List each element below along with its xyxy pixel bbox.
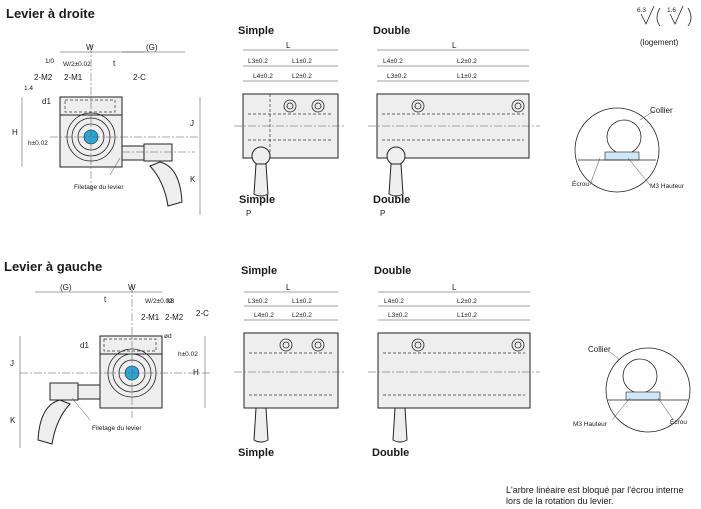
dim-H-bottom: H	[193, 368, 199, 377]
dim-W2-top: W/2±0.02	[63, 61, 91, 68]
label-double-top: Double	[373, 25, 410, 37]
dim-L4-simple-top: L4±0.2	[253, 73, 273, 80]
dim-L2-double-bottom: L2±0.2	[457, 298, 477, 305]
logement-label: (logement)	[640, 38, 679, 47]
collier-bottom: Collier	[588, 345, 611, 354]
dim-h-top: h±0.02	[28, 140, 48, 147]
m3-bottom: M3 Hauteur	[573, 421, 608, 428]
dim-2M2-top: 2-M2	[34, 73, 53, 82]
dim-K-top: K	[190, 175, 196, 184]
dim-L1-double-bottom: L1±0.2	[457, 312, 477, 319]
dim-L-double-top: L	[452, 41, 457, 50]
ecrou-top: Écrou	[572, 179, 589, 188]
dim-d1-bottom: d1	[80, 341, 89, 350]
dim-f-bottom: f/8	[167, 298, 175, 305]
title-lever-left: Levier à gauche	[4, 259, 102, 274]
roughness-symbols: 6.3 1.6 (logement)	[637, 5, 692, 47]
side-view-double-top: L L4±0.2 L2±0.2 L3±0.2 L1±0.2 P	[368, 41, 540, 218]
dim-J-bottom: J	[10, 359, 14, 368]
dim-2M2-bottom: 2-M2	[165, 313, 184, 322]
dim-W-bottom: W	[128, 283, 136, 292]
dim-L3-simple-bottom: L3±0.2	[248, 298, 268, 305]
front-view-right: W (G) W/2±0.02 t 2-C 2-M1 2-M2 1/0 1.4 H…	[12, 43, 201, 215]
dim-14-top: 1.4	[24, 85, 33, 92]
label-simple-top: Simple	[238, 25, 274, 37]
dim-W2-bottom: W/2±0.02	[145, 298, 173, 305]
filetage-top: Filetage du levier	[74, 184, 124, 191]
dim-L4-double-bottom: L4±0.2	[384, 298, 404, 305]
roughness-6-3: 6.3	[637, 7, 646, 14]
label-double-top-2: Double	[373, 194, 410, 206]
label-double-bottom-2: Double	[372, 447, 409, 459]
dim-L-simple-top: L	[286, 41, 291, 50]
dim-P-simple-top: P	[246, 209, 251, 218]
note-line-2: lors de la rotation du levier.	[506, 496, 614, 506]
dim-2M1-bottom: 2-M1	[141, 313, 160, 322]
dim-L-double-bottom: L	[452, 283, 457, 292]
dim-L2-simple-bottom: L2±0.2	[292, 312, 312, 319]
ecrou-bottom: Écrou	[670, 417, 687, 426]
dim-G-top: (G)	[146, 43, 158, 52]
side-view-simple-bottom: L L3±0.2 L1±0.2 L4±0.2 L2±0.2	[234, 283, 345, 443]
dim-L-simple-bottom: L	[286, 283, 291, 292]
side-view-double-bottom: L L4±0.2 L2±0.2 L3±0.2 L1±0.2	[368, 283, 540, 443]
dim-L4-double-top: L4±0.2	[383, 58, 403, 65]
dim-P-double-top: P	[380, 209, 385, 218]
dim-d1-top: d1	[42, 97, 51, 106]
dim-phid-bottom: ød	[164, 333, 172, 340]
dim-2C-top: 2-C	[133, 73, 146, 82]
dim-L3-simple-top: L3±0.2	[248, 58, 268, 65]
dim-t-bottom: t	[104, 295, 107, 304]
front-view-left: (G) W t W/2±0.02 f/8 2-M1 2-M2 2-C d1 ød…	[10, 283, 210, 448]
m3-top: M3 Hauteur	[650, 183, 685, 190]
note-line-1: L'arbre linéaire est bloqué par l'écrou …	[506, 485, 684, 495]
collier-top: Collier	[650, 106, 673, 115]
dim-K-bottom: K	[10, 416, 16, 425]
label-simple-bottom-2: Simple	[238, 447, 274, 459]
dim-2M1-top: 2-M1	[64, 73, 83, 82]
filetage-bottom: Filetage du levier	[92, 425, 142, 432]
dim-L3-double-top: L3±0.2	[387, 73, 407, 80]
dim-L3-double-bottom: L3±0.2	[388, 312, 408, 319]
dim-L4-simple-bottom: L4±0.2	[254, 312, 274, 319]
label-simple-bottom: Simple	[241, 265, 277, 277]
title-lever-right: Levier à droite	[6, 6, 95, 21]
detail-view-top: Collier Écrou M3 Hauteur	[572, 106, 685, 193]
dim-G-bottom: (G)	[60, 283, 72, 292]
dim-J-top: J	[190, 119, 194, 128]
side-view-simple-top: L L3±0.2 L1±0.2 L4±0.2 L2±0.2 P	[234, 41, 345, 218]
label-simple-top-2: Simple	[239, 194, 275, 206]
dim-L2-double-top: L2±0.2	[457, 58, 477, 65]
detail-view-bottom: Collier M3 Hauteur Écrou	[573, 345, 691, 433]
dim-L1-simple-top: L1±0.2	[292, 58, 312, 65]
dim-H-top: H	[12, 128, 18, 137]
label-double-bottom: Double	[374, 265, 411, 277]
dim-L1-double-top: L1±0.2	[457, 73, 477, 80]
dim-W-top: W	[86, 43, 94, 52]
dim-tol-top: 1/0	[45, 58, 54, 65]
dim-L2-simple-top: L2±0.2	[292, 73, 312, 80]
roughness-1-6: 1.6	[667, 7, 676, 14]
dim-t-top: t	[113, 59, 116, 68]
dim-h-bottom: h±0.02	[178, 351, 198, 358]
dim-2C-bottom: 2-C	[196, 309, 209, 318]
dim-L1-simple-bottom: L1±0.2	[292, 298, 312, 305]
